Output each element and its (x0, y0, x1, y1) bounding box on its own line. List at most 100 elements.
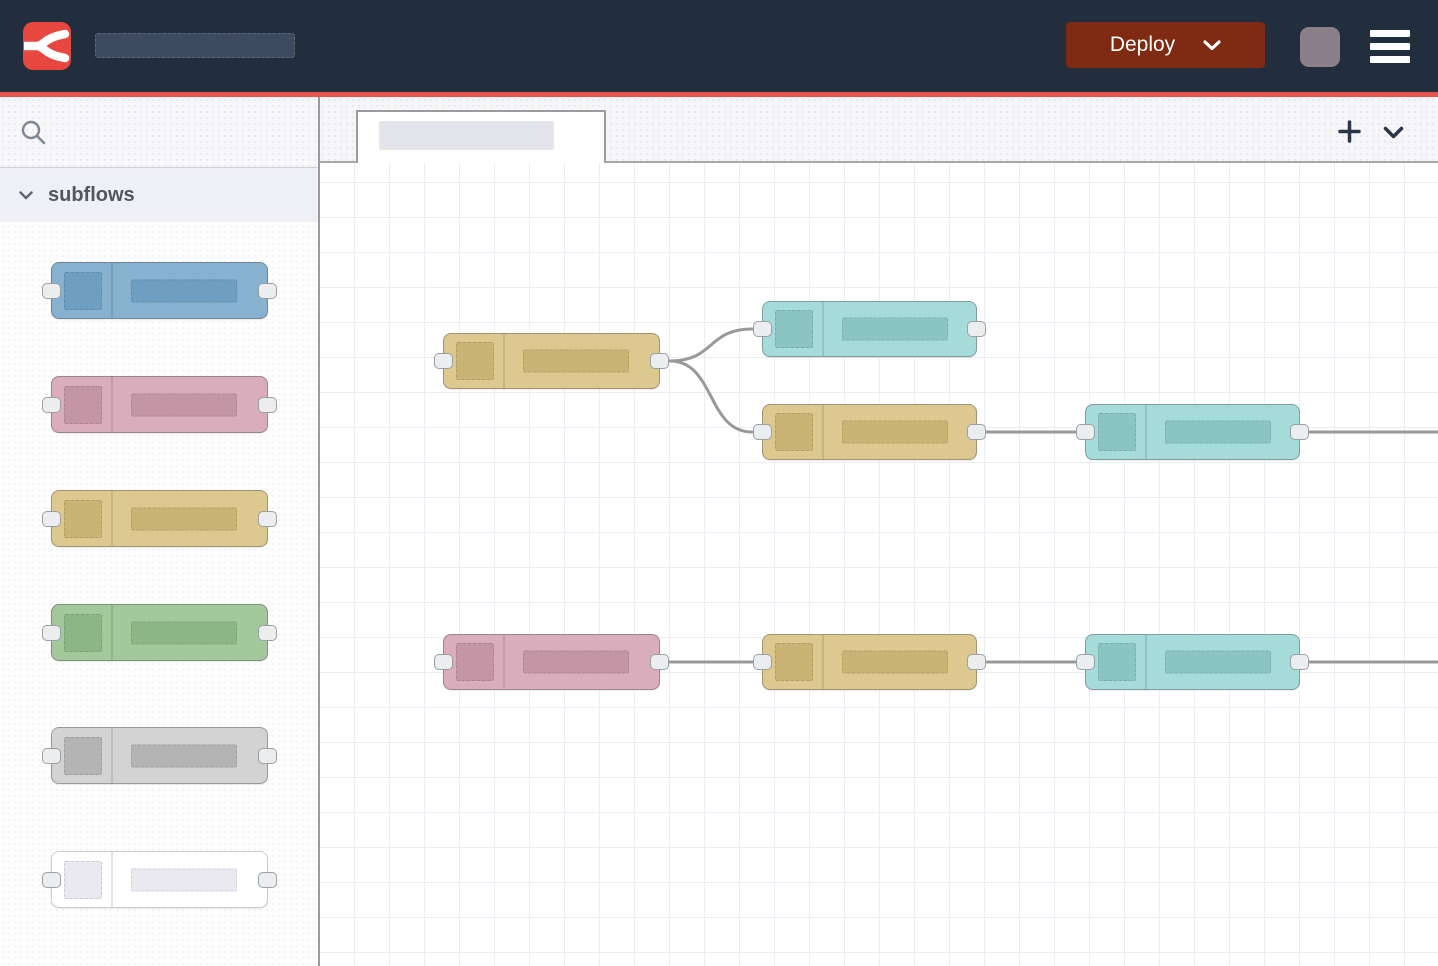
node-output-port[interactable] (258, 747, 277, 764)
node-label-skeleton (842, 650, 948, 674)
node-icon-divider (822, 302, 824, 356)
node-label-skeleton (131, 621, 237, 644)
title-skeleton (95, 33, 295, 58)
node-input-port[interactable] (42, 747, 61, 764)
node-icon-skeleton (64, 271, 102, 310)
wires-layer (668, 327, 1438, 664)
flow-node-4[interactable] (1076, 404, 1309, 460)
node-label-skeleton (842, 420, 948, 444)
node-input-port[interactable] (42, 624, 61, 641)
flow-node-5[interactable] (434, 634, 669, 690)
node-output-port[interactable] (650, 654, 669, 670)
node-icon-skeleton (64, 613, 102, 652)
palette-search[interactable] (0, 97, 318, 168)
node-label-skeleton (131, 868, 237, 891)
user-avatar[interactable] (1300, 27, 1340, 67)
node-icon-skeleton (1098, 643, 1136, 681)
palette-section-label: subflows (48, 183, 135, 206)
node-input-port[interactable] (42, 510, 61, 527)
node-input-port[interactable] (434, 353, 453, 369)
node-input-port[interactable] (42, 396, 61, 413)
node-label-skeleton (131, 393, 237, 416)
flow-tab-bar (320, 97, 1438, 163)
flow-canvas[interactable] (320, 163, 1438, 966)
node-icon-skeleton (64, 860, 102, 899)
flow-list-button[interactable] (1383, 126, 1404, 139)
node-input-port[interactable] (42, 282, 61, 299)
node-icon-divider (111, 728, 113, 783)
node-output-port[interactable] (258, 282, 277, 299)
node-icon-skeleton (456, 342, 494, 380)
flow-node-3[interactable] (753, 404, 986, 460)
palette-node-yellow[interactable] (42, 490, 277, 547)
node-icon-skeleton (64, 385, 102, 424)
app-header: Deploy (0, 0, 1438, 97)
node-icon-divider (111, 263, 113, 318)
node-input-port[interactable] (753, 424, 772, 440)
node-output-port[interactable] (1290, 654, 1309, 670)
palette-section-subflows[interactable]: subflows (0, 168, 318, 222)
palette-node-blue[interactable] (42, 262, 277, 319)
node-icon-skeleton (775, 310, 813, 348)
node-icon-divider (111, 852, 113, 907)
node-input-port[interactable] (434, 654, 453, 670)
plus-icon (1338, 120, 1361, 143)
palette-node-white[interactable] (42, 851, 277, 908)
flow-node-2[interactable] (753, 301, 986, 357)
chevron-down-icon (1383, 126, 1404, 139)
palette-node-gray[interactable] (42, 727, 277, 784)
node-icon-divider (111, 605, 113, 660)
hamburger-icon (1370, 30, 1410, 63)
node-label-skeleton (1165, 650, 1271, 674)
chevron-down-icon (1203, 39, 1221, 50)
search-icon (21, 120, 46, 144)
node-label-skeleton (131, 744, 237, 767)
node-icon-divider (822, 405, 824, 459)
node-output-port[interactable] (258, 871, 277, 888)
node-input-port[interactable] (42, 871, 61, 888)
node-icon-divider (1145, 635, 1147, 689)
node-label-skeleton (523, 349, 629, 373)
node-label-skeleton (1165, 420, 1271, 444)
node-icon-divider (503, 635, 505, 689)
deploy-button[interactable]: Deploy (1066, 22, 1265, 68)
node-label-skeleton (131, 507, 237, 530)
node-input-port[interactable] (753, 654, 772, 670)
node-output-port[interactable] (967, 424, 986, 440)
node-input-port[interactable] (1076, 424, 1095, 440)
palette-sidebar: subflows (0, 97, 320, 966)
flow-tab-label-skeleton (379, 121, 554, 150)
node-icon-skeleton (64, 736, 102, 775)
node-output-port[interactable] (967, 321, 986, 337)
main-menu-button[interactable] (1370, 30, 1410, 63)
node-input-port[interactable] (753, 321, 772, 337)
node-output-port[interactable] (258, 396, 277, 413)
palette-node-pink[interactable] (42, 376, 277, 433)
node-icon-divider (111, 491, 113, 546)
node-icon-divider (111, 377, 113, 432)
node-output-port[interactable] (258, 624, 277, 641)
flow-node-1[interactable] (434, 333, 669, 389)
add-flow-button[interactable] (1338, 120, 1361, 143)
editor-main (320, 97, 1438, 966)
flow-tab[interactable] (356, 110, 606, 163)
node-label-skeleton (842, 317, 948, 341)
node-icon-divider (1145, 405, 1147, 459)
flow-node-7[interactable] (1076, 634, 1309, 690)
node-icon-skeleton (775, 413, 813, 451)
node-icon-divider (822, 635, 824, 689)
node-output-port[interactable] (650, 353, 669, 369)
node-icon-divider (503, 334, 505, 388)
node-output-port[interactable] (1290, 424, 1309, 440)
node-input-port[interactable] (1076, 654, 1095, 670)
palette-node-green[interactable] (42, 604, 277, 661)
node-label-skeleton (523, 650, 629, 674)
node-icon-skeleton (1098, 413, 1136, 451)
deploy-label: Deploy (1109, 33, 1176, 56)
node-red-logo (23, 22, 71, 70)
flow-node-6[interactable] (753, 634, 986, 690)
node-output-port[interactable] (258, 510, 277, 527)
node-icon-skeleton (456, 643, 494, 681)
chevron-down-icon (19, 190, 33, 199)
node-output-port[interactable] (967, 654, 986, 670)
